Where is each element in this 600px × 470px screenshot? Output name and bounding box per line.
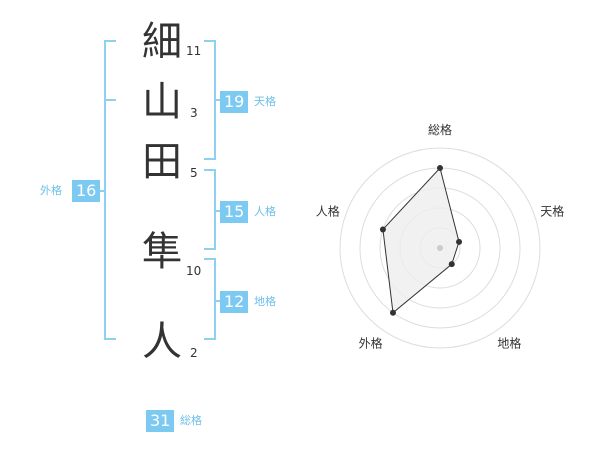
name-char-1: 細 [142, 19, 182, 65]
gaikaku-bracket-tick [104, 99, 116, 101]
radar-point-5 [379, 226, 386, 233]
radar-point-1 [437, 165, 443, 171]
radar-chart: 総格天格地格 外格 人格 [300, 110, 600, 370]
jinkaku-badge: 15 [220, 201, 249, 223]
radar-axis-label-5: 人格 [316, 204, 340, 219]
chikaku-bracket [204, 258, 216, 340]
name-char-2: 山 [142, 79, 182, 125]
radar-ring [339, 147, 541, 349]
radar-axis-label-4: 外格 [359, 335, 383, 350]
stroke-count-1: 11 [186, 44, 202, 58]
jinkaku-bracket [204, 169, 216, 250]
stroke-count-2: 3 [190, 106, 198, 120]
tenkaku-label: 天格 [254, 95, 276, 108]
chikaku-label: 地格 [254, 295, 276, 308]
name-char-4: 隼 [142, 229, 182, 275]
soukaku-label: 総格 [180, 414, 202, 427]
radar-axis-label-3: 地格 [497, 335, 521, 350]
jinkaku-label: 人格 [254, 205, 276, 218]
stroke-count-4: 10 [186, 264, 202, 278]
gaikaku-badge: 16 [72, 180, 101, 202]
radar-point-2 [456, 238, 463, 245]
stroke-count-3: 5 [190, 166, 198, 180]
gaikaku-bracket [104, 40, 116, 340]
soukaku-badge: 31 [146, 410, 175, 432]
tenkaku-badge: 19 [220, 91, 249, 113]
radar-point-4 [389, 309, 396, 316]
stroke-count-5: 2 [190, 346, 198, 360]
radar-series-area [382, 166, 460, 314]
chikaku-badge: 12 [220, 291, 249, 313]
radar-center [437, 245, 443, 251]
name-char-3: 田 [142, 139, 182, 185]
tenkaku-bracket [204, 40, 216, 160]
name-char-5: 人 [142, 319, 182, 365]
gaikaku-label: 外格 [40, 184, 62, 197]
radar-point-3 [448, 261, 455, 268]
radar-axis-label-1: 総格 [428, 122, 452, 137]
radar-axis-label-2: 天格 [540, 204, 564, 219]
